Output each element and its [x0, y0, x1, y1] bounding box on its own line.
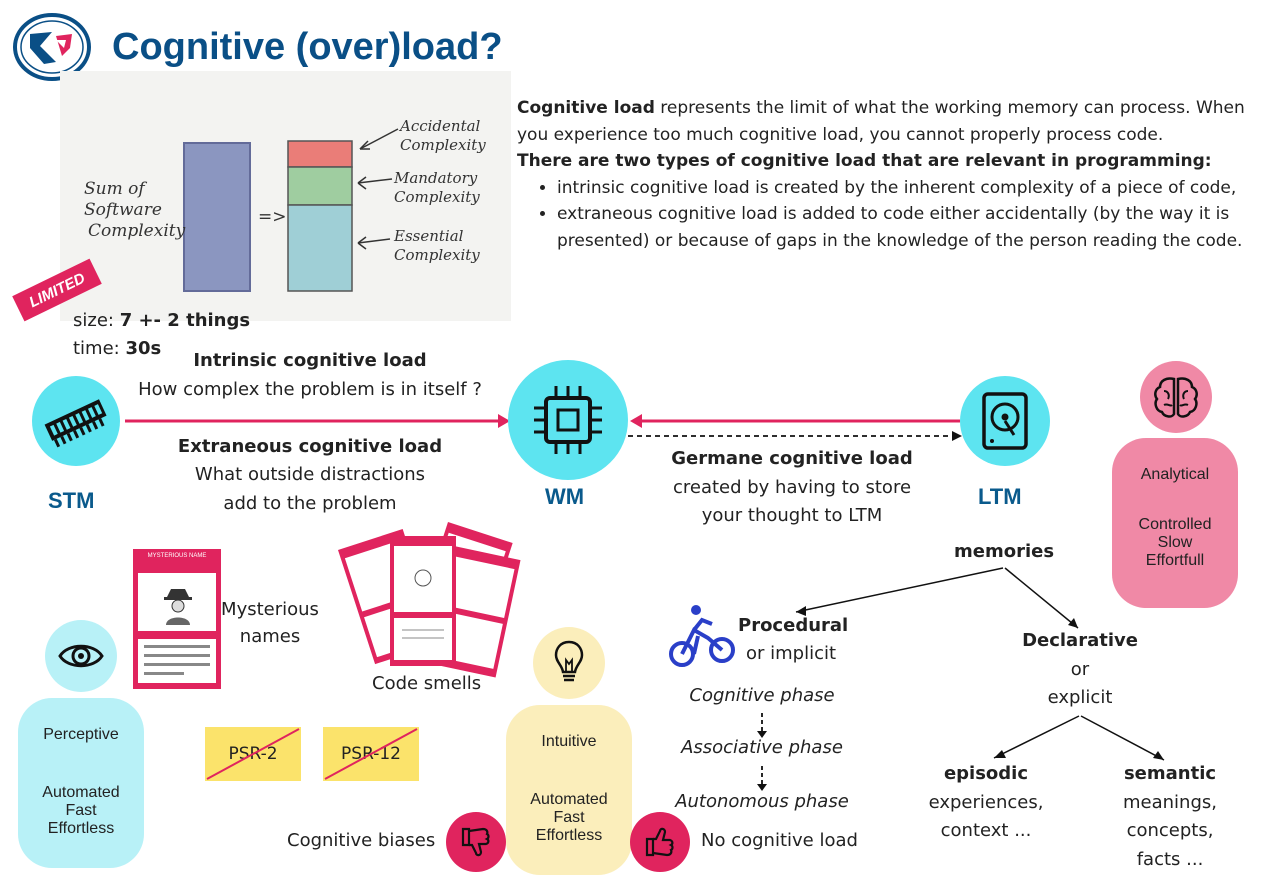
germane-line2: your thought to LTM — [701, 505, 883, 526]
phase-cognitive: Cognitive phase — [689, 685, 835, 706]
extraneous-title: Extraneous cognitive load — [177, 436, 443, 457]
episodic-title: episodic — [943, 763, 1029, 784]
stm-label: STM — [48, 488, 95, 513]
intro-bold-2: There are two types of cognitive load th… — [517, 151, 1212, 171]
germane-title: Germane cognitive load — [671, 448, 913, 469]
hard-drive-icon — [982, 392, 1028, 450]
ltm-label: LTM — [978, 484, 1022, 509]
perceptive-l2: Fast — [65, 802, 97, 819]
germane-line1: created by having to store — [672, 477, 912, 498]
intrinsic-title: Intrinsic cognitive load — [193, 350, 427, 371]
ltm-circle — [960, 376, 1050, 466]
intro-bullets: intrinsic cognitive load is created by t… — [517, 175, 1252, 255]
no-load-label: No cognitive load — [701, 830, 858, 851]
analytical-l3: Effortfull — [1145, 552, 1205, 569]
stm-circle — [32, 376, 120, 466]
declarative-sub: explicit — [1047, 687, 1113, 708]
intuitive-l1: Automated — [530, 791, 608, 808]
sticky-psr-2: PSR-2 — [205, 727, 301, 781]
sketch-accidental-1: Accidental — [400, 117, 481, 135]
analytical-title: Analytical — [1140, 466, 1210, 483]
intuitive-l2: Fast — [553, 809, 585, 826]
brain-circle — [1140, 361, 1212, 433]
logo — [12, 12, 92, 82]
intro-bold-1: Cognitive load — [517, 98, 655, 118]
sticky-psr-12: PSR-12 — [323, 727, 419, 781]
bulb-circle — [533, 627, 605, 699]
bicycle-icon — [669, 605, 735, 667]
analytical-l2: Slow — [1157, 534, 1193, 551]
memories-root: memories — [954, 541, 1055, 562]
wm-circle — [508, 360, 628, 480]
semantic-title: semantic — [1123, 763, 1217, 784]
memory-chip-icon — [44, 399, 107, 448]
procedural-sub: or implicit — [746, 643, 837, 664]
analytical-box: Analytical Controlled Slow Effortfull — [1112, 438, 1238, 608]
sketch-sum-line3: Complexity — [88, 221, 186, 241]
intro-bullet: extraneous cognitive load is added to co… — [557, 201, 1252, 254]
eye-circle — [45, 620, 117, 692]
thumbs-up-icon — [645, 827, 674, 857]
thumbs-down-icon — [461, 827, 490, 857]
sketch-sum-line1: Sum of — [84, 179, 145, 199]
perceptive-l3: Effortless — [47, 820, 115, 837]
code-smells-label: Code smells — [372, 673, 482, 694]
extraneous-line2: add to the problem — [223, 493, 397, 514]
complexity-sketch: Sum of Software Complexity => Accidental… — [60, 71, 511, 321]
thumbs-down-circle — [446, 812, 506, 872]
sketch-arrow: => — [258, 207, 287, 227]
perceptive-title: Perceptive — [43, 726, 119, 743]
intrinsic-desc: How complex the problem is in itself ? — [138, 379, 482, 400]
eye-icon — [58, 644, 104, 668]
light-bulb-icon — [554, 640, 584, 682]
semantic-l2: concepts, — [1126, 820, 1214, 841]
episodic-l1: experiences, — [928, 792, 1044, 813]
mysterious-name-card: MYSTERIOUS NAME — [133, 549, 221, 689]
sketch-mandatory-2: Complexity — [394, 188, 480, 206]
intuitive-l3: Effortless — [535, 827, 603, 844]
wm-label: WM — [545, 484, 585, 509]
brain-icon — [1154, 377, 1198, 418]
intuitive-title: Intuitive — [541, 733, 597, 750]
intro-bullet: intrinsic cognitive load is created by t… — [557, 175, 1252, 202]
perceptive-l1: Automated — [42, 784, 120, 801]
sketch-essential-1: Essential — [394, 227, 464, 245]
phase-associative: Associative phase — [681, 737, 843, 758]
episodic-l2: context ... — [940, 820, 1032, 841]
semantic-l1: meanings, — [1123, 792, 1217, 813]
cpu-icon — [534, 386, 602, 454]
phase-autonomous: Autonomous phase — [675, 791, 849, 812]
intuitive-box: Intuitive Automated Fast Effortless — [506, 705, 632, 875]
limit-time: time: 30s — [73, 338, 162, 359]
perceptive-box: Perceptive Automated Fast Effortless — [18, 698, 144, 868]
sketch-essential-2: Complexity — [394, 246, 480, 264]
sketch-accidental-2: Complexity — [400, 136, 486, 154]
page-title: Cognitive (over)load? — [112, 26, 503, 68]
intro-text: Cognitive load represents the limit of w… — [517, 95, 1252, 254]
mysterious-label-1: Mysterious — [221, 599, 319, 620]
extraneous-line1: What outside distractions — [194, 464, 426, 485]
analytical-l1: Controlled — [1138, 516, 1212, 533]
limit-size: size: 7 +- 2 things — [73, 310, 251, 331]
thumbs-up-circle — [630, 812, 690, 872]
procedural-title: Procedural — [738, 615, 849, 636]
biases-label: Cognitive biases — [287, 830, 436, 851]
code-smells-cards — [338, 522, 521, 678]
sketch-sum-line2: Software — [84, 200, 162, 220]
sketch-mandatory-1: Mandatory — [394, 169, 478, 187]
card-header: MYSTERIOUS NAME — [147, 553, 207, 559]
declarative-title: Declarative — [1022, 630, 1138, 651]
detective-icon — [164, 589, 192, 625]
semantic-l3: facts ... — [1136, 849, 1204, 870]
intro-text-1: represents the limit of what the working… — [517, 98, 1245, 145]
mysterious-label-2: names — [239, 626, 301, 647]
declarative-or: or — [1070, 659, 1090, 680]
